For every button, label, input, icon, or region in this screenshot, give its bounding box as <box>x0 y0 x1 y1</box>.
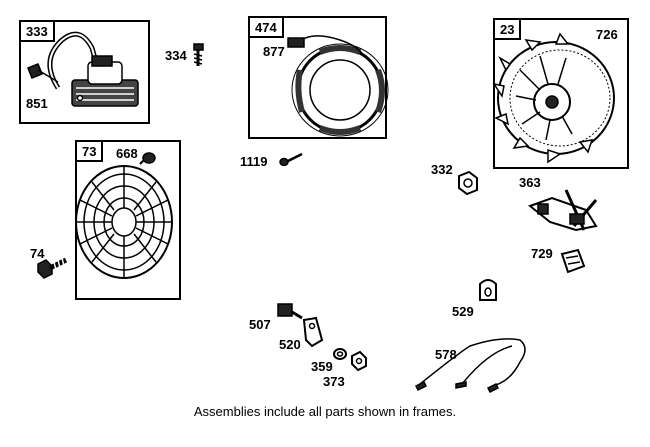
brake-icon <box>527 189 598 232</box>
part-label-373: 373 <box>323 374 345 389</box>
frame-474-tag: 474 <box>248 16 284 38</box>
part-label-359: 359 <box>311 359 333 374</box>
bracket-520-icon <box>302 316 324 348</box>
nut-332-icon <box>458 170 478 196</box>
bushing-729-icon <box>560 248 586 274</box>
part-label-74: 74 <box>30 246 45 261</box>
screw-668-icon <box>139 152 156 165</box>
part-label-578: 578 <box>435 347 457 362</box>
frame-23-tag: 23 <box>493 18 522 40</box>
frame-333-tag: 333 <box>19 20 55 42</box>
part-label-1119: 1119 <box>240 154 268 169</box>
caption: Assemblies include all parts shown in fr… <box>193 404 457 419</box>
part-label-332: 332 <box>431 162 453 177</box>
bolt-74-icon <box>37 257 68 279</box>
alternator-icon <box>287 35 389 137</box>
part-label-729: 729 <box>531 246 553 261</box>
ground-wire-578-icon <box>414 338 526 394</box>
flywheel-icon <box>492 32 615 164</box>
part-label-363: 363 <box>519 175 541 190</box>
ground-clip-icon <box>27 63 59 83</box>
screw-1119-icon <box>279 152 303 167</box>
part-label-520: 520 <box>279 337 301 352</box>
screw-334-icon <box>193 43 204 66</box>
part-label-877: 877 <box>263 44 285 59</box>
part-label-507: 507 <box>249 317 271 332</box>
frame-73: 73 <box>75 140 181 300</box>
washer-359-icon <box>333 348 347 360</box>
part-label-851: 851 <box>26 96 48 111</box>
part-label-529: 529 <box>452 304 474 319</box>
armature-icon <box>47 31 139 107</box>
grommet-529-icon <box>479 279 497 301</box>
part-label-668: 668 <box>116 146 138 161</box>
frame-23: 23 <box>493 18 629 169</box>
part-label-726: 726 <box>596 27 618 42</box>
part-label-334: 334 <box>165 48 187 63</box>
switch-507-icon <box>277 303 303 320</box>
screen-icon <box>75 165 173 279</box>
frame-73-tag: 73 <box>75 140 104 162</box>
nut-373-icon <box>351 350 367 372</box>
frame-333: 333 <box>19 20 150 124</box>
frame-474: 474 <box>248 16 387 139</box>
